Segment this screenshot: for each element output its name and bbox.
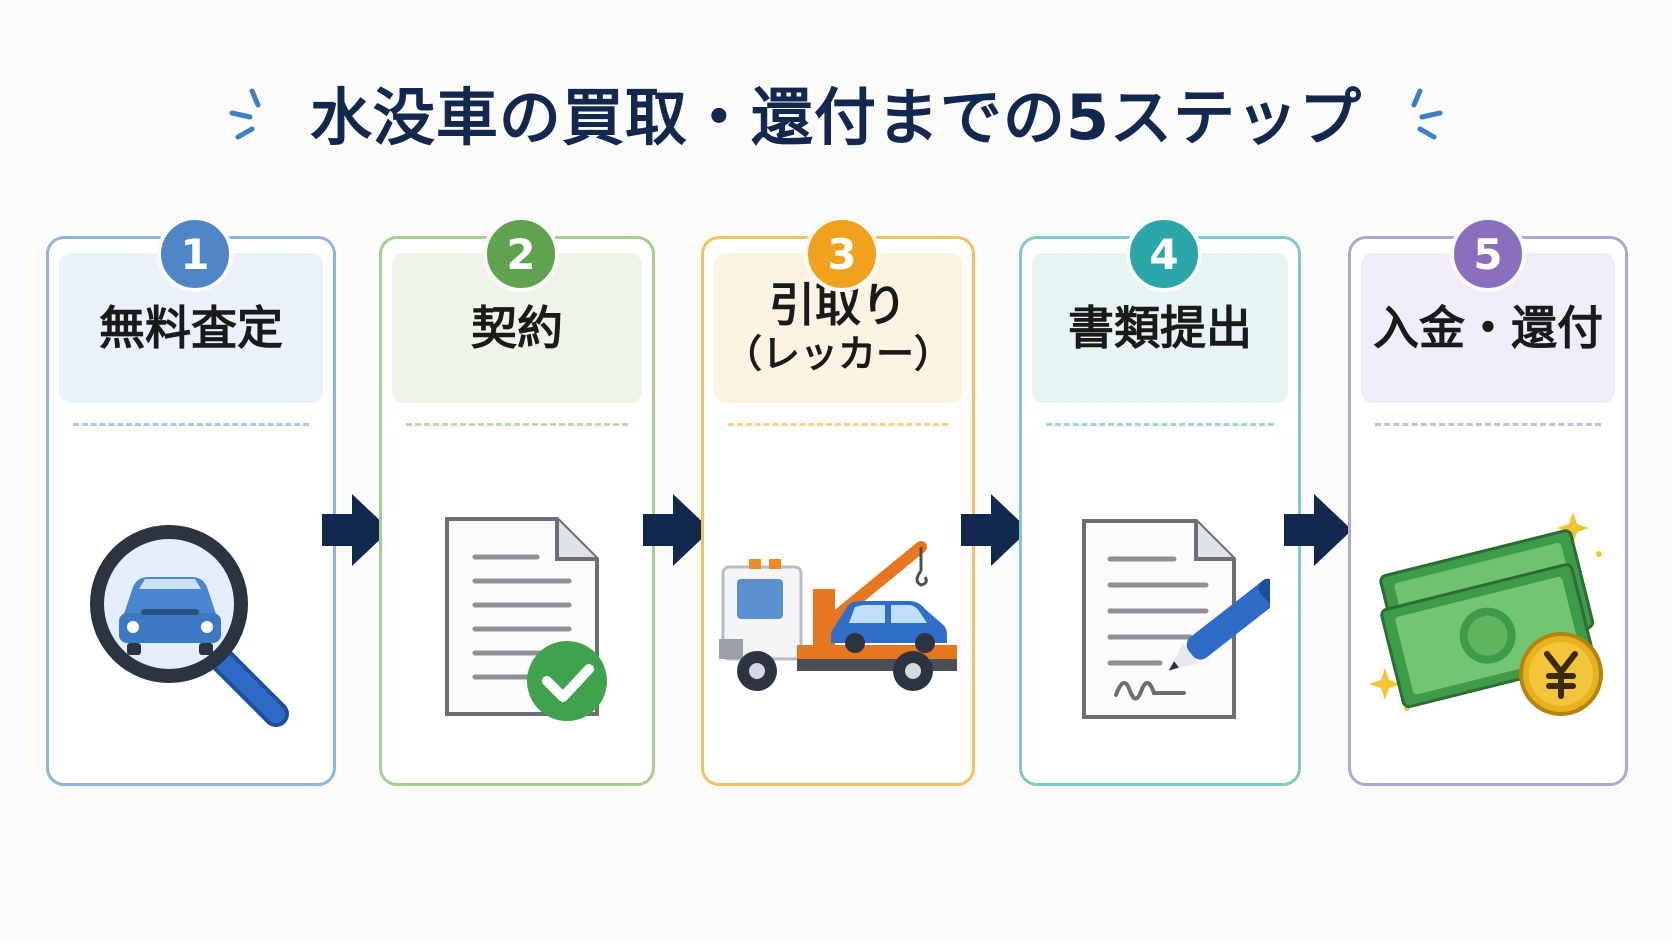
sparkle-left-icon (229, 88, 261, 140)
arrow-right-icon (322, 494, 390, 566)
step-number-badge-5: 5 (1450, 216, 1526, 292)
step-illustration-4 (1022, 469, 1298, 769)
divider (73, 423, 309, 426)
step-card-1: 無料査定 (46, 236, 336, 786)
step-card-2: 契約 (379, 236, 655, 786)
step-illustration-2 (382, 469, 652, 769)
arrow-right-icon (1284, 494, 1352, 566)
title-row: 水没車の買取・還付までの5ステップ (0, 62, 1672, 162)
step-card-5: 入金・還付 (1348, 236, 1628, 786)
step-label: 無料査定 (99, 300, 283, 355)
sparkle-right-icon (1411, 88, 1443, 140)
step-label: 契約 (471, 300, 563, 355)
step-illustration-5 (1351, 469, 1625, 769)
document-check-icon (445, 517, 607, 721)
step-label: 入金・還付 (1373, 300, 1603, 355)
money-yen-icon (1369, 512, 1603, 716)
document-pen-icon (1082, 519, 1270, 719)
step-sublabel: （レッカー） (723, 331, 952, 376)
step-illustration-3 (704, 469, 972, 769)
step-label: 書類提出 (1068, 300, 1252, 355)
step-number-badge-4: 4 (1126, 216, 1202, 292)
arrow-right-icon (961, 494, 1029, 566)
step-number-badge-3: 3 (804, 216, 880, 292)
magnifier-car-icon (90, 525, 289, 727)
page-title: 水没車の買取・還付までの5ステップ (309, 81, 1363, 154)
step-card-4: 書類提出 (1019, 236, 1301, 786)
step-number-badge-1: 1 (157, 216, 233, 292)
arrow-right-icon (643, 494, 711, 566)
tow-truck-icon (719, 541, 957, 691)
divider (1375, 423, 1601, 426)
step-card-3: 引取り （レッカー） (701, 236, 975, 786)
divider (728, 423, 948, 426)
step-illustration-1 (49, 469, 333, 769)
divider (1046, 423, 1274, 426)
divider (406, 423, 628, 426)
step-number-badge-2: 2 (483, 216, 559, 292)
